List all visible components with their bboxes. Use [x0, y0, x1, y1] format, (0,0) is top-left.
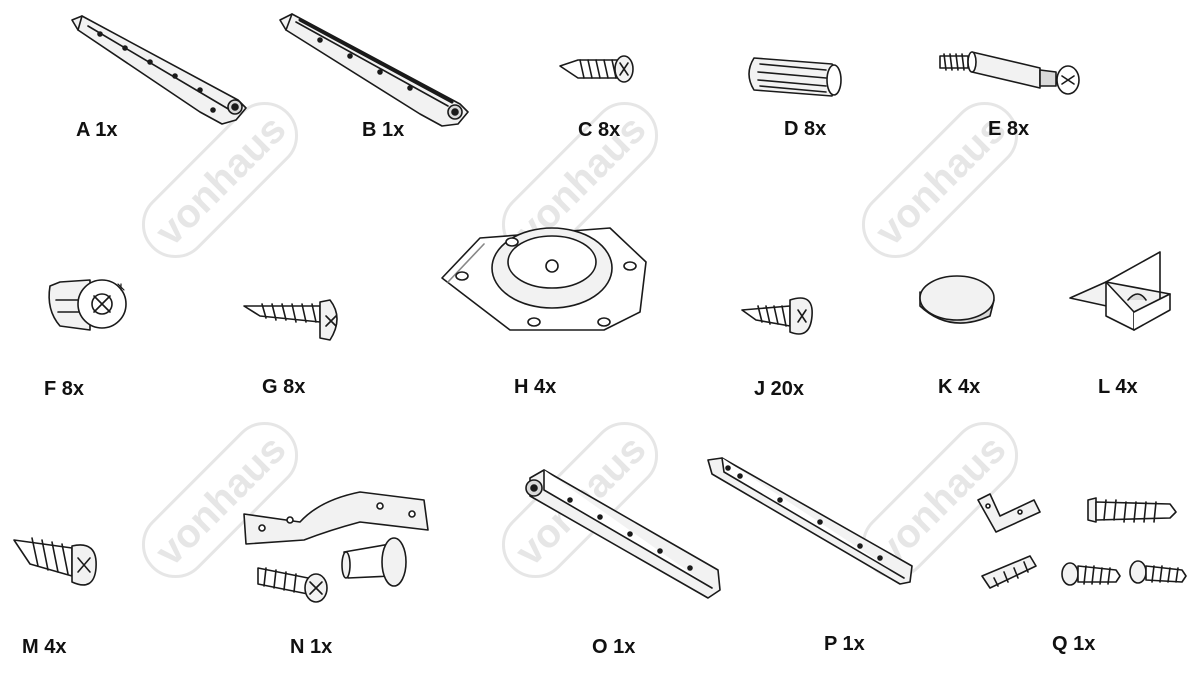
part-label-f: F 8x — [44, 378, 85, 400]
cam-lock-icon — [48, 279, 127, 331]
corner-plate-icon — [441, 227, 647, 331]
part-label-g: G 8x — [262, 376, 306, 398]
pan-head-screw-icon — [741, 297, 813, 335]
part-label-o: O 1x — [592, 636, 636, 658]
part-label-h: H 4x — [514, 376, 557, 398]
part-label-n: N 1x — [290, 636, 333, 658]
part-label-q: Q 1x — [1052, 633, 1096, 655]
felt-pad-icon — [919, 275, 995, 324]
corner-bracket-icon — [1069, 251, 1171, 331]
wide-screw-icon — [13, 537, 97, 586]
part-label-d: D 8x — [784, 118, 827, 140]
cam-bolt-icon — [939, 51, 1080, 95]
part-label-b: B 1x — [362, 119, 405, 141]
part-label-l: L 4x — [1098, 376, 1138, 398]
part-label-k: K 4x — [938, 376, 981, 398]
part-label-m: M 4x — [22, 636, 67, 658]
drawer-runner-right-icon — [279, 13, 469, 127]
handle-kit-icon — [243, 491, 429, 603]
wall-fixing-kit-icon — [977, 493, 1187, 589]
cabinet-rail-right-icon — [707, 457, 913, 585]
wooden-dowel-icon — [748, 57, 842, 97]
short-screw-icon — [559, 55, 634, 83]
part-label-e: E 8x — [988, 118, 1030, 140]
part-label-j: J 20x — [754, 378, 805, 400]
long-screw-icon — [243, 299, 338, 341]
drawer-runner-left-icon — [71, 15, 247, 125]
part-label-c: C 8x — [578, 119, 621, 141]
part-label-a: A 1x — [76, 119, 118, 141]
cabinet-rail-left-icon — [525, 469, 721, 599]
part-label-p: P 1x — [824, 633, 865, 655]
